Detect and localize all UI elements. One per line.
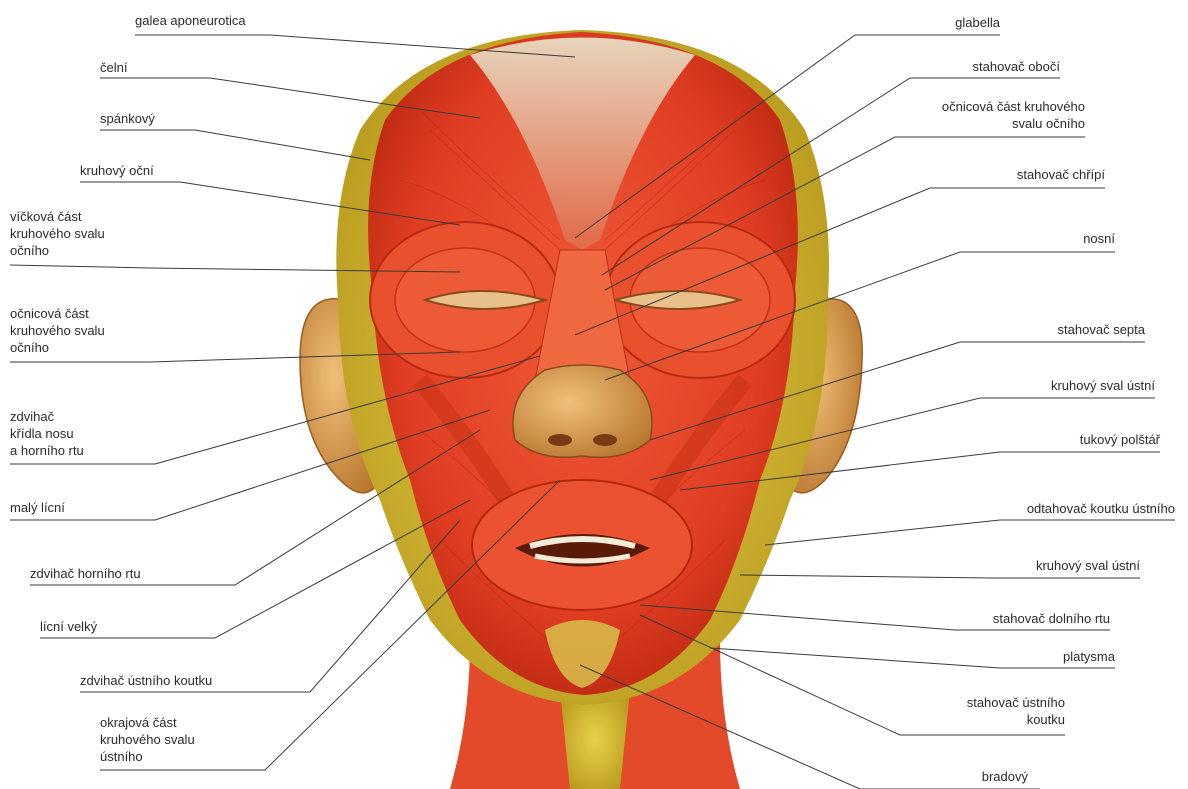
label-stahovac-oboci: stahovač obočí xyxy=(973,58,1060,75)
label-nosni: nosní xyxy=(1083,230,1115,247)
label-celni: čelní xyxy=(100,59,127,76)
label-odtahovac-koutku: odtahovač koutku ústního xyxy=(1027,500,1175,517)
label-ocnicova-cast-right: očnicová část kruhového svalu očního xyxy=(942,98,1085,132)
label-platysma: platysma xyxy=(1063,648,1115,665)
label-kruhovy-sval-ustni-1: kruhový sval ústní xyxy=(1051,377,1155,394)
label-ocnicova-cast-left: očnicová část kruhového svalu očního xyxy=(10,305,105,356)
label-galea-aponeurotica: galea aponeurotica xyxy=(135,12,246,29)
nose xyxy=(513,365,652,457)
label-stahovac-ustniho-koutku: stahovač ústního koutku xyxy=(967,694,1065,728)
label-stahovac-dolniho-rtu: stahovač dolního rtu xyxy=(993,610,1110,627)
label-stahovac-septa: stahovač septa xyxy=(1058,321,1145,338)
label-stahovac-chripi: stahovač chřípí xyxy=(1017,166,1105,183)
label-vickova-cast: víčková část kruhového svalu očního xyxy=(10,208,105,259)
label-glabella: glabella xyxy=(955,14,1000,31)
label-tukovy-polstar: tukový polštář xyxy=(1080,431,1160,448)
label-zdvihac-ustniho-koutku: zdvihač ústního koutku xyxy=(80,672,212,689)
label-okrajova-cast: okrajová část kruhového svalu ústního xyxy=(100,714,195,765)
neck-fat xyxy=(560,690,630,789)
label-maly-licni: malý lícní xyxy=(10,499,65,516)
label-kruhovy-ocni: kruhový oční xyxy=(80,162,154,179)
label-licni-velky: lícní velký xyxy=(40,618,97,635)
label-bradovy: bradový xyxy=(982,768,1028,785)
label-kruhovy-sval-ustni-2: kruhový sval ústní xyxy=(1036,557,1140,574)
label-spankovy: spánkový xyxy=(100,110,155,127)
label-zdvihac-kridla-nosu: zdvihač křídla nosu a horního rtu xyxy=(10,408,84,459)
label-zdvihac-horniho-rtu: zdvihač horního rtu xyxy=(30,565,141,582)
